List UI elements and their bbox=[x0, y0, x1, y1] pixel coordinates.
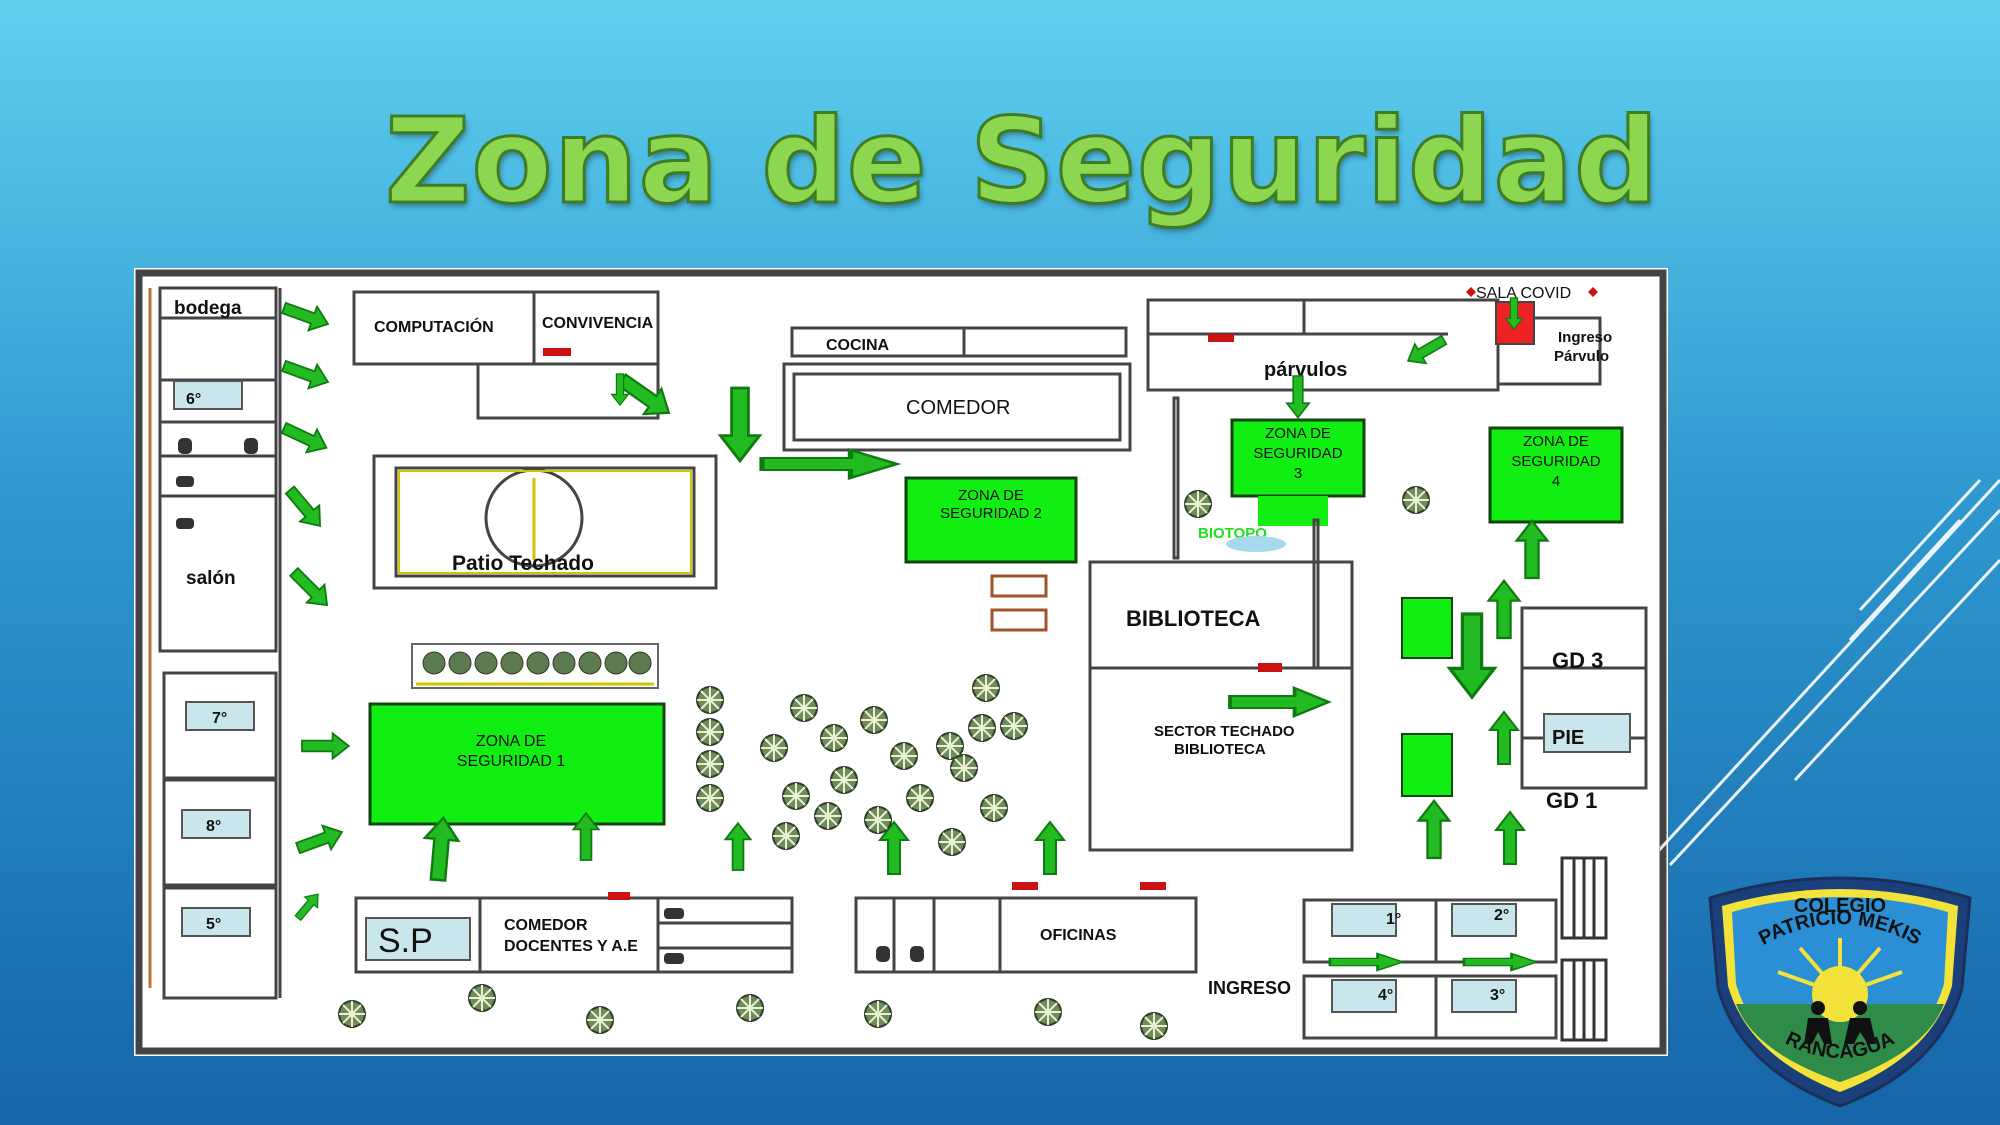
svg-text:ZONA DE: ZONA DE bbox=[958, 487, 1024, 504]
page-title: Zona de Seguridad bbox=[384, 91, 1661, 232]
restroom-icons bbox=[176, 438, 258, 529]
hedge-plants bbox=[422, 651, 652, 675]
safety-zone-3: ZONA DE SEGURIDAD 3 bbox=[1230, 418, 1366, 526]
stairs bbox=[1560, 856, 1608, 1042]
left-wing bbox=[158, 286, 282, 1000]
comedor-docentes-2: DOCENTES Y A.E bbox=[504, 938, 638, 955]
planter-boxes bbox=[990, 574, 1048, 632]
sector-techado-2: BIBLIOTECA bbox=[1174, 741, 1266, 758]
svg-text:ZONA DE: ZONA DE bbox=[1265, 425, 1331, 442]
ingreso-parvulo-2: Párvulo bbox=[1554, 348, 1609, 365]
safety-zone-4: ZONA DE SEGURIDAD 4 bbox=[1488, 426, 1624, 524]
room-oficinas: OFICINAS bbox=[1040, 927, 1117, 944]
decorative-lines bbox=[1660, 478, 2000, 867]
room-computacion: COMPUTACIÓN bbox=[374, 317, 494, 336]
room-gd3: GD 3 bbox=[1552, 648, 1603, 673]
room-patio-techado: Patio Techado bbox=[452, 552, 594, 575]
svg-text:4: 4 bbox=[1552, 473, 1560, 490]
safety-zone-1: ZONA DE SEGURIDAD 1 bbox=[368, 702, 666, 826]
room-3: 3° bbox=[1490, 987, 1505, 1004]
sector-techado-1: SECTOR TECHADO bbox=[1154, 723, 1295, 740]
room-4: 4° bbox=[1378, 987, 1393, 1004]
room-salon: salón bbox=[186, 568, 236, 589]
room-parvulos: párvulos bbox=[1264, 359, 1347, 381]
floor-plan: bodega 6° salón 7° 8° 5° COMPUTACIÓN CON… bbox=[134, 268, 1668, 1056]
room-gd1: GD 1 bbox=[1546, 788, 1597, 813]
comedor-docentes-1: COMEDOR bbox=[504, 917, 588, 934]
room-comedor: COMEDOR bbox=[906, 397, 1010, 419]
room-5: 5° bbox=[206, 916, 221, 933]
svg-text:3: 3 bbox=[1294, 465, 1302, 482]
svg-text:SEGURIDAD 1: SEGURIDAD 1 bbox=[457, 753, 566, 770]
room-pie: PIE bbox=[1552, 727, 1584, 749]
room-biblioteca: BIBLIOTECA bbox=[1126, 606, 1261, 631]
ingreso-parvulo-1: Ingreso bbox=[1558, 329, 1612, 346]
svg-text:ZONA DE: ZONA DE bbox=[1523, 433, 1589, 450]
room-cocina: COCINA bbox=[826, 337, 890, 354]
room-bodega: bodega bbox=[174, 298, 242, 319]
crest-line1: COLEGIO bbox=[1794, 895, 1886, 917]
room-2: 2° bbox=[1494, 907, 1509, 924]
svg-text:SEGURIDAD: SEGURIDAD bbox=[1511, 453, 1600, 470]
label-ingreso: INGRESO bbox=[1208, 978, 1291, 998]
room-7: 7° bbox=[212, 710, 227, 727]
school-crest: COLEGIO PATRICIO MEKIS RANCAGUA bbox=[1708, 876, 1972, 1108]
safety-zone-2: ZONA DE SEGURIDAD 2 bbox=[904, 476, 1078, 564]
room-sp: S.P bbox=[378, 922, 433, 960]
svg-text:SEGURIDAD: SEGURIDAD bbox=[1253, 445, 1342, 462]
room-1: 1° bbox=[1386, 911, 1401, 928]
room-convivencia: CONVIVENCIA bbox=[542, 315, 654, 332]
room-6: 6° bbox=[186, 391, 201, 408]
svg-text:SEGURIDAD 2: SEGURIDAD 2 bbox=[940, 505, 1042, 522]
svg-text:ZONA DE: ZONA DE bbox=[476, 733, 546, 750]
room-8: 8° bbox=[206, 818, 221, 835]
sala-covid-label: SALA COVID bbox=[1476, 285, 1571, 302]
